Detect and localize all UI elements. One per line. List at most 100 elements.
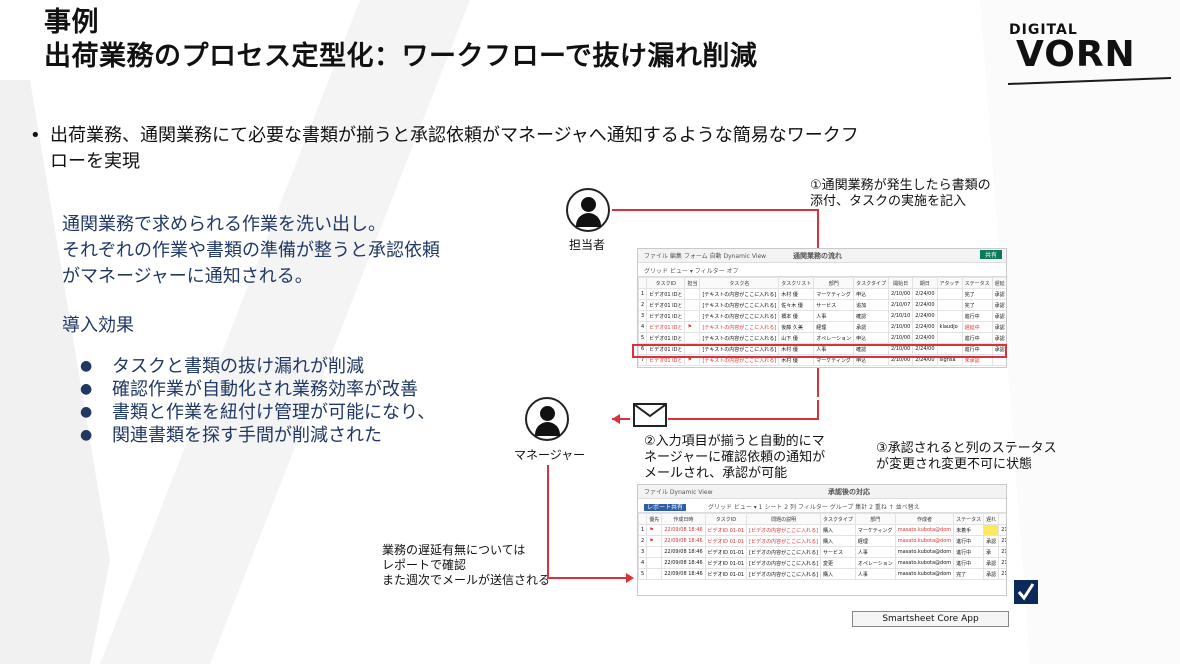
table-cell: 承認 xyxy=(853,321,889,333)
table-cell: 2/10/00 xyxy=(887,321,914,333)
table-cell: マーケティング xyxy=(813,288,855,300)
sheet1-menu: ファイル 編集 フォーム 自動 Dynamic View xyxy=(644,253,767,260)
sheet1-title: 通関業務の流れ xyxy=(793,252,842,260)
table-cell: 承認 xyxy=(991,321,1006,333)
smartsheet-core-app-button[interactable]: Smartsheet Core App xyxy=(852,611,1009,627)
table-cell: 完了 xyxy=(953,568,985,580)
highlight-row-box xyxy=(632,344,1007,358)
table-cell: 完了 xyxy=(961,288,993,300)
effects-item-text: 関連書類を探す手間が削減された xyxy=(112,425,382,446)
table-cell: 進行中 xyxy=(953,546,985,558)
table-cell: [ビデオの内容がここに入れる] xyxy=(746,535,822,547)
table-cell: 承認 xyxy=(991,299,1006,311)
table-header-cell xyxy=(638,513,648,525)
table-cell: ビデオID 01-01 xyxy=(704,557,748,569)
table-cell: 22/09/08 18:46 xyxy=(661,568,706,580)
note-line: ネージャーに確認依頼の通知が xyxy=(644,450,826,465)
note-line: ③承認されると列のステータス xyxy=(876,441,1057,456)
sheet2-screenshot: ファイル Dynamic View 承認後の対応 レポート共有 グリッド ビュー… xyxy=(637,484,1007,596)
table-header-cell: 部門 xyxy=(813,277,855,289)
description-line: がマネージャーに通知される。 xyxy=(62,266,313,287)
table-cell: 5 xyxy=(638,332,648,344)
table-cell: 経理 xyxy=(813,321,855,333)
table-cell: [テキストの内容がここに入れる] xyxy=(699,321,780,333)
sheet2-table: 優先作成日時タスクID問題の説明タスクタイプ部門作成者ステータス遅れ遅れ 1⚑2… xyxy=(638,513,1006,580)
table-header-cell: タスクID xyxy=(646,277,686,289)
table-cell: サービス xyxy=(820,546,856,558)
report-note: 業務の遅延有無については レポートで確認 また週次でメールが送信される xyxy=(382,543,550,588)
table-cell: 22/09/08 18:46 xyxy=(661,535,706,547)
sheet1-toolbar: グリッド ビュー ▾ フィルター オフ xyxy=(638,263,1006,277)
table-header-cell: 遅れ xyxy=(983,513,1000,525)
table-cell xyxy=(684,288,701,300)
note-line: 添付、タスクの実施を記入 xyxy=(810,194,967,209)
table-header-cell: 部門 xyxy=(854,513,896,525)
table-cell: 21 D400 xyxy=(998,568,1006,580)
sheet1-share-button[interactable]: 共有 xyxy=(979,250,1002,259)
table-cell: 確認 xyxy=(853,310,889,322)
table-cell: 2/10/00 xyxy=(887,288,914,300)
effects-item: 書類と作業を紐付け管理が可能になり、 xyxy=(80,401,435,424)
table-header-cell: 作成日時 xyxy=(661,513,706,525)
table-cell: 経理 xyxy=(854,535,896,547)
table-cell: 後藤 久美 xyxy=(778,321,815,333)
sheet2-title: 承認後の対応 xyxy=(828,488,870,496)
table-cell: [ビデオの内容がここに入れる] xyxy=(746,568,822,580)
title-line1: 事例 xyxy=(44,7,99,38)
sheet2-menubar: ファイル Dynamic View 承認後の対応 xyxy=(638,485,1006,499)
table-cell: 2/10/07 xyxy=(887,299,914,311)
table-cell: 4 xyxy=(638,557,648,569)
table-cell: masato.kubota@dom xyxy=(894,557,955,569)
summary-line1: 出荷業務、通関業務にて必要な書類が揃うと承認依頼がマネージャへ通知するような簡易… xyxy=(50,125,859,146)
effects-item: 確認作業が自動化され業務効率が改善 xyxy=(80,378,435,401)
sheet2-menu: ファイル Dynamic View xyxy=(644,489,713,496)
table-cell: masato.kubota@dom xyxy=(894,524,955,536)
table-cell: [テキストの内容がここに入れる] xyxy=(699,332,780,344)
table-cell xyxy=(646,568,663,580)
note-line: が変更され変更不可に状態 xyxy=(876,457,1033,472)
table-cell xyxy=(936,310,963,322)
table-cell: 21 D400 xyxy=(998,557,1006,569)
table-cell: ビデオID 01-01 xyxy=(704,568,748,580)
table-cell: オペレーション xyxy=(854,557,896,569)
table-cell: 7 xyxy=(638,354,648,366)
table-header-cell: タスクタイプ xyxy=(853,277,889,289)
table-header-cell: タスクID xyxy=(704,513,748,525)
table-header-cell: アタッチ xyxy=(936,277,963,289)
table-header-cell: 問題の説明 xyxy=(746,513,822,525)
table-cell xyxy=(936,332,963,344)
table-cell: ⚑ xyxy=(646,535,663,547)
table-header-cell: ステータス xyxy=(953,513,985,525)
step3-note: ③承認されると列のステータス が変更され変更不可に状態 xyxy=(876,441,1057,473)
note-line: ①通関業務が発生したら書類の xyxy=(810,178,991,193)
table-cell: ビデオ01 IDと xyxy=(646,332,686,344)
logo-small-text: DIGITAL xyxy=(1009,22,1078,38)
sheet2-report-button[interactable]: レポート共有 xyxy=(644,504,687,511)
table-cell: ビデオID 01-01 xyxy=(704,535,748,547)
table-cell: ビデオ01 IDと xyxy=(646,321,686,333)
company-logo: DIGITAL VORN xyxy=(1006,20,1176,86)
table-cell: 22/09/08 18:46 xyxy=(661,524,706,536)
table-cell: 進行中 xyxy=(961,332,993,344)
table-cell: 承認 xyxy=(991,288,1006,300)
effects-item: 関連書類を探す手間が削減された. xyxy=(80,424,435,447)
mail-icon xyxy=(633,403,667,427)
table-cell: 1 xyxy=(638,288,648,300)
page-title: 事例 出荷業務のプロセス定型化：ワークフローで抜け漏れ削減 xyxy=(44,6,757,74)
table-cell: 進行中 xyxy=(961,310,993,322)
effects-item: タスクと書類の抜け漏れが削減 xyxy=(80,355,435,378)
table-cell: 購入 xyxy=(820,535,856,547)
table-cell: 橋本 優 xyxy=(778,310,815,322)
note-line: メールされ、承認が可能 xyxy=(644,466,788,481)
